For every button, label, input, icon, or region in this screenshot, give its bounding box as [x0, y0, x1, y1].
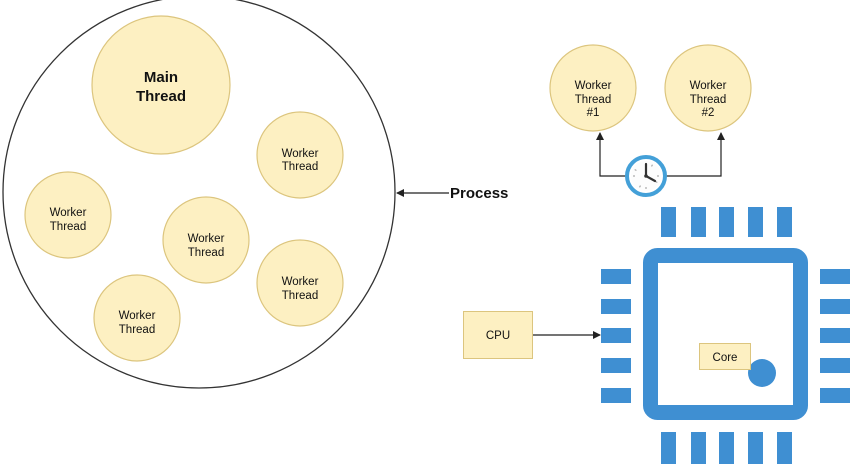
main-thread-label-line2: Thread	[136, 88, 186, 105]
main-thread-label-line1: Main	[144, 69, 178, 86]
worker-thread-2-label-line2: Thread	[690, 94, 726, 106]
worker-thread-label-line1: Worker	[50, 207, 87, 219]
worker-thread-label-line1: Worker	[188, 233, 225, 245]
worker-thread-circle	[256, 111, 344, 199]
worker-thread-circle	[162, 196, 250, 284]
core-dot	[748, 359, 776, 387]
worker-thread-label-line2: Thread	[188, 247, 224, 259]
worker-thread: Worker Thread	[256, 239, 344, 327]
main-thread: Main Thread	[91, 15, 231, 155]
worker-thread-label-line2: Thread	[282, 290, 318, 302]
main-thread-circle	[91, 15, 231, 155]
worker-thread-label-line1: Worker	[282, 276, 319, 288]
worker-thread-label-line2: Thread	[119, 324, 155, 336]
worker-thread: Worker Thread	[162, 196, 250, 284]
chip-top-pins	[661, 207, 792, 237]
clock-to-worker2-arrow	[665, 132, 725, 177]
worker-thread-2: Worker Thread #2	[664, 44, 752, 132]
worker-thread-circle	[24, 171, 112, 259]
worker-thread-2-circle	[664, 44, 752, 132]
chip-right-pins	[820, 269, 850, 403]
worker-thread-1-label-line1: Worker	[575, 80, 612, 92]
clock-icon	[625, 155, 667, 197]
worker-thread-2-label-line3: #2	[702, 107, 715, 119]
worker-thread: Worker Thread	[24, 171, 112, 259]
core-label: Core	[713, 352, 738, 364]
cpu-label: CPU	[486, 330, 510, 342]
process-label: Process	[450, 185, 508, 202]
worker-thread: Worker Thread	[93, 274, 181, 362]
worker-thread-label-line1: Worker	[119, 310, 156, 322]
cpu-box: CPU	[463, 311, 533, 359]
worker-thread-2-label-line1: Worker	[690, 80, 727, 92]
worker-thread-label-line1: Worker	[282, 148, 319, 160]
clock-to-worker1-arrow	[596, 132, 627, 177]
cpu-chip-icon	[601, 207, 850, 464]
chip-body	[643, 248, 808, 420]
worker-thread-1-circle	[549, 44, 637, 132]
worker-thread-label-line2: Thread	[282, 161, 318, 173]
core-box: Core	[699, 343, 751, 370]
worker-thread-1: Worker Thread #1	[549, 44, 637, 132]
worker-thread-label-line2: Thread	[50, 221, 86, 233]
worker-thread-circle	[256, 239, 344, 327]
worker-thread-1-label-line3: #1	[587, 107, 600, 119]
worker-thread: Worker Thread	[256, 111, 344, 199]
worker-thread-1-label-line2: Thread	[575, 94, 611, 106]
chip-left-pins	[601, 269, 631, 403]
worker-thread-circle	[93, 274, 181, 362]
chip-bottom-pins	[661, 432, 792, 464]
